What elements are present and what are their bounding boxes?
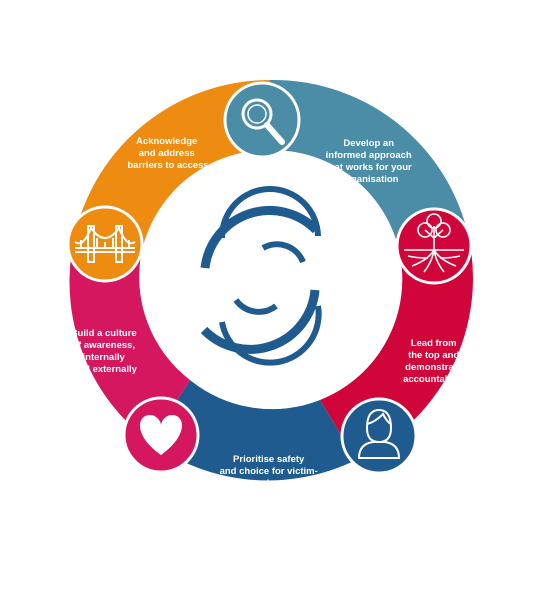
segment-acknowledge	[72, 79, 270, 250]
segment-prioritise	[150, 380, 356, 481]
segment-develop	[270, 79, 471, 250]
label-acknowledge: Acknowledge and address barriers to acce…	[127, 136, 208, 171]
bridge-icon	[66, 205, 144, 283]
tree-roots-icon	[395, 207, 473, 285]
person-icon	[340, 397, 418, 475]
label-build: Build a culture of awareness, internally…	[71, 328, 140, 375]
label-develop: Develop an informed approach that works …	[326, 138, 415, 185]
label-lead: Lead from the top and demonstrate accoun…	[403, 338, 468, 385]
magnifying-glass-icon	[223, 81, 301, 159]
label-prioritise: Prioritise safety and choice for victim-…	[220, 454, 321, 501]
segment-build	[69, 250, 190, 442]
center-logo	[200, 186, 322, 366]
heart-icon	[122, 396, 200, 474]
